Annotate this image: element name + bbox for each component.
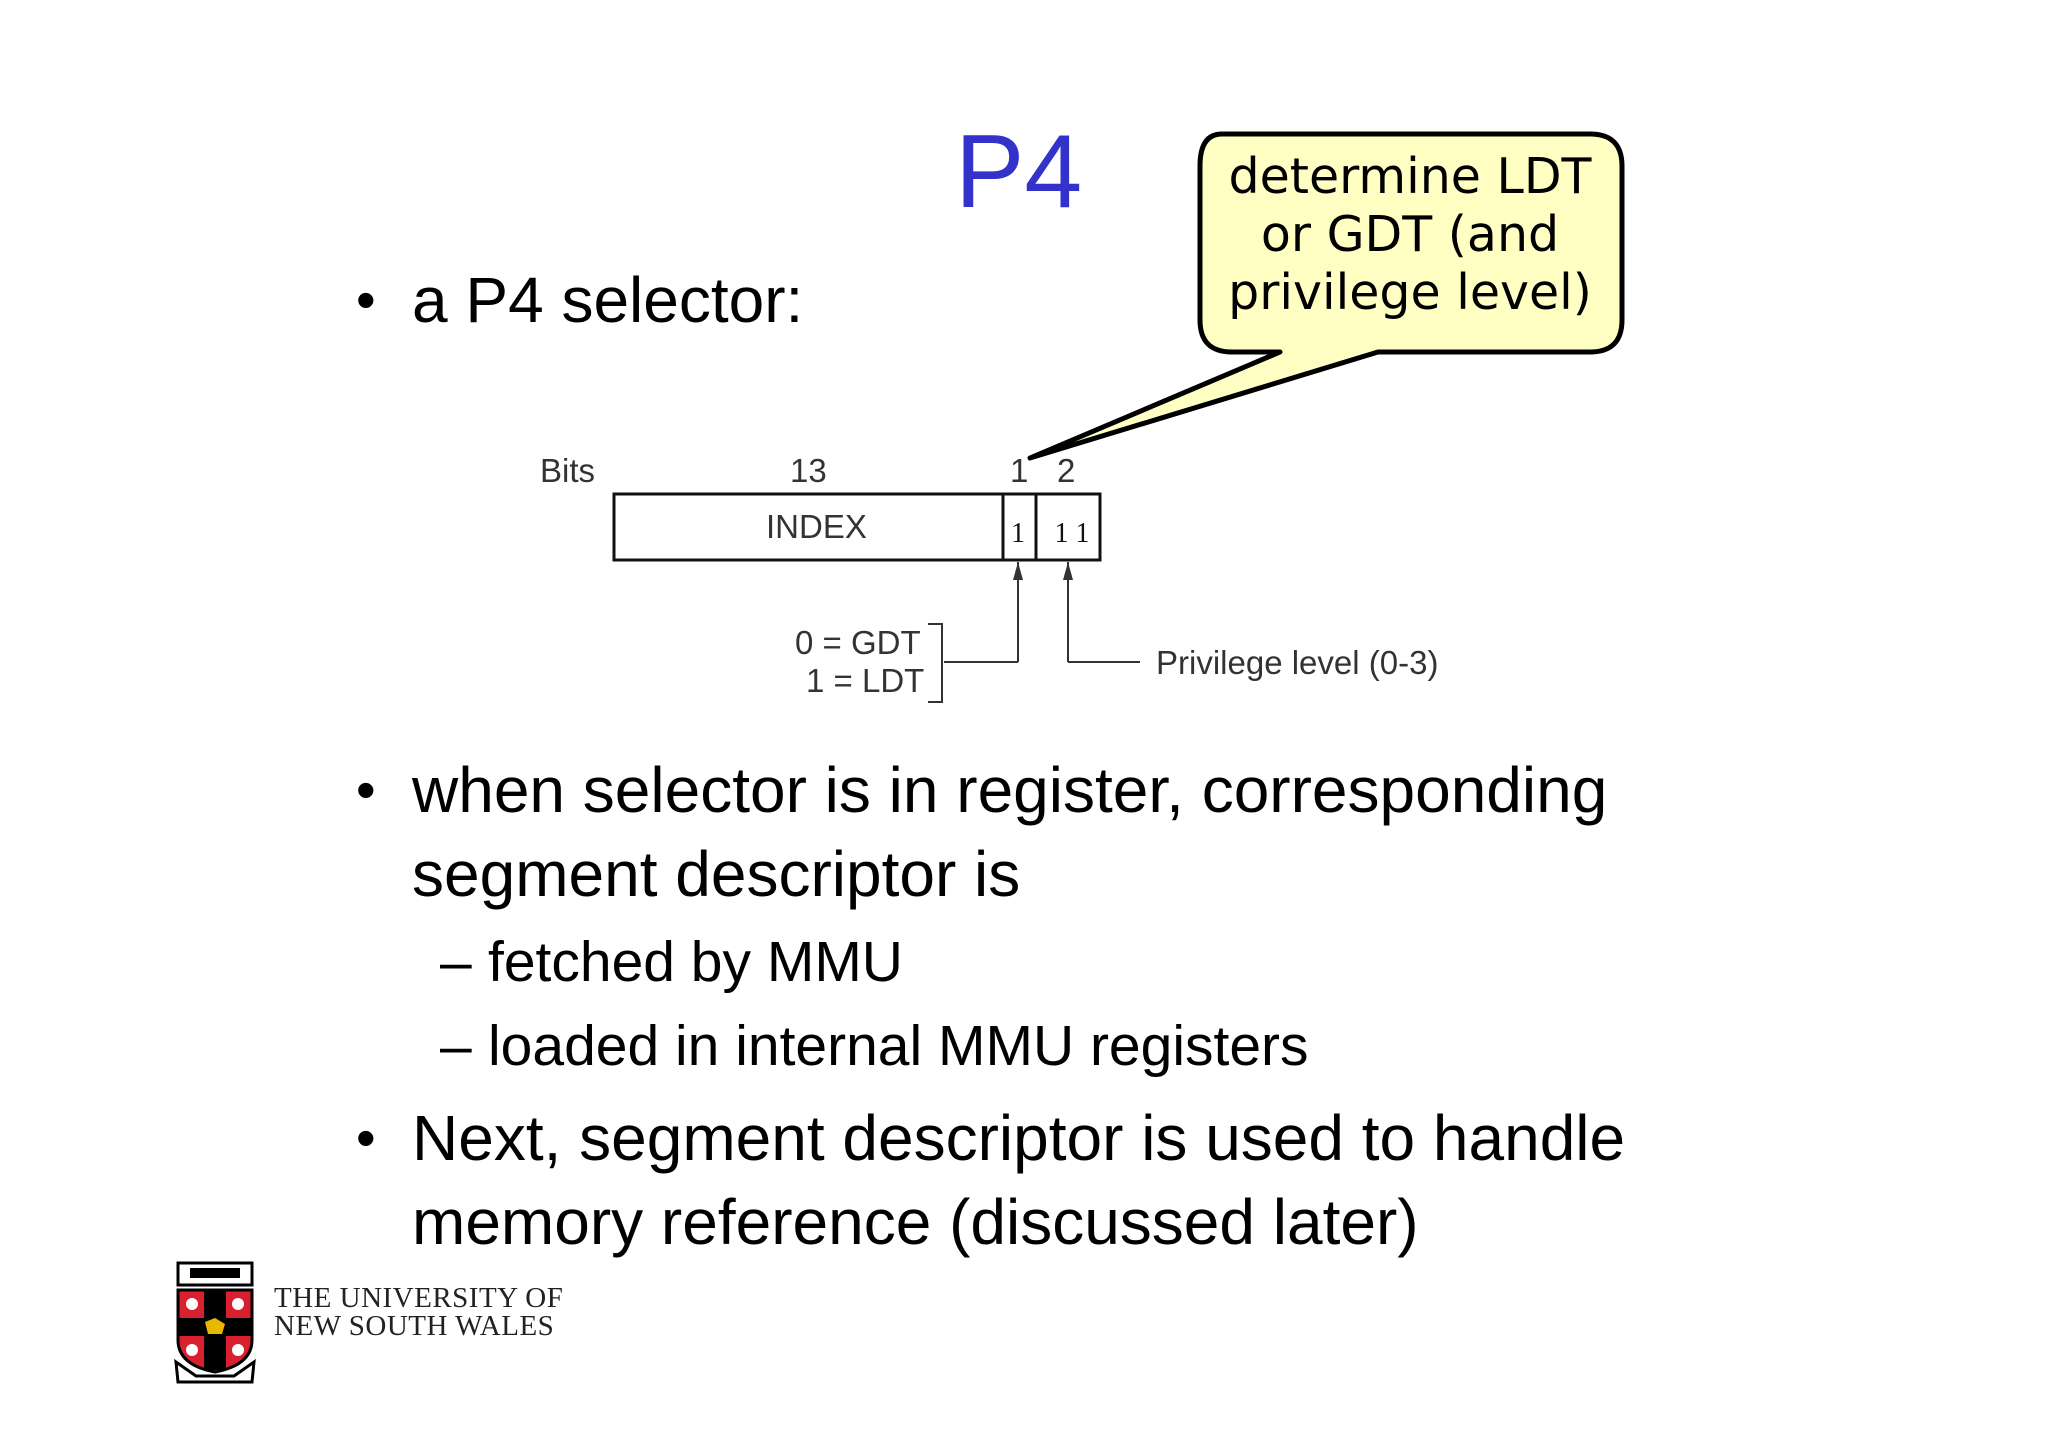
bullet-text-line: memory reference (discussed later) <box>412 1186 1419 1258</box>
ti-value: 1 <box>1011 518 1025 549</box>
university-crest <box>174 1261 256 1384</box>
sub-bullet-loaded: – loaded in internal MMU registers <box>440 1006 1309 1086</box>
index-label: INDEX <box>766 508 867 545</box>
sub-bullet-text: fetched by MMU <box>488 930 903 994</box>
rpl-value: 1 1 <box>1055 518 1090 549</box>
sub-dash: – <box>440 930 472 994</box>
bullet-text-line: Next, segment descriptor is used to hand… <box>412 1102 1626 1174</box>
callout-text: determine LDT or GDT (and privilege leve… <box>1200 148 1620 322</box>
callout-line: privilege level) <box>1228 264 1592 321</box>
bits-label: Bits <box>540 452 595 489</box>
callout-bubble <box>1027 131 1625 461</box>
university-name: THE UNIVERSITY OF NEW SOUTH WALES <box>274 1282 594 1342</box>
bullet-text: a P4 selector: <box>412 264 804 336</box>
bullet-dot: • <box>356 268 376 331</box>
callout-line: or GDT (and <box>1260 206 1560 263</box>
sub-dash: – <box>440 1014 472 1078</box>
ldt-label: 1 = LDT <box>806 662 924 699</box>
gdt-label: 0 = GDT <box>795 624 921 661</box>
index-bits-label: 13 <box>790 452 827 489</box>
privilege-label: Privilege level (0-3) <box>1156 644 1438 681</box>
bullet-register: • when selector is in register, correspo… <box>356 748 1608 916</box>
slide-title: P4 <box>955 114 1083 230</box>
bullet-text-line: segment descriptor is <box>412 838 1021 910</box>
callout-line: determine LDT <box>1228 148 1592 205</box>
ti-bits-label: 1 <box>1010 452 1028 489</box>
sub-bullet-text: loaded in internal MMU registers <box>488 1014 1309 1078</box>
selector-diagram: Bits 13 1 2 INDEX 1 1 1 0 = GDT 1 = LDT … <box>540 452 1438 703</box>
rpl-bits-label: 2 <box>1057 452 1075 489</box>
university-line: THE UNIVERSITY OF <box>274 1282 564 1314</box>
university-line: NEW SOUTH WALES <box>274 1310 555 1342</box>
index-field <box>612 492 1102 562</box>
bullet-next: • Next, segment descriptor is used to ha… <box>356 1096 1626 1264</box>
bullet-selector: • a P4 selector: <box>356 258 804 342</box>
bullet-dot: • <box>356 1106 376 1169</box>
sub-bullet-fetched: – fetched by MMU <box>440 922 903 1002</box>
bullet-text-line: when selector is in register, correspond… <box>412 754 1608 826</box>
bullet-dot: • <box>356 758 376 821</box>
